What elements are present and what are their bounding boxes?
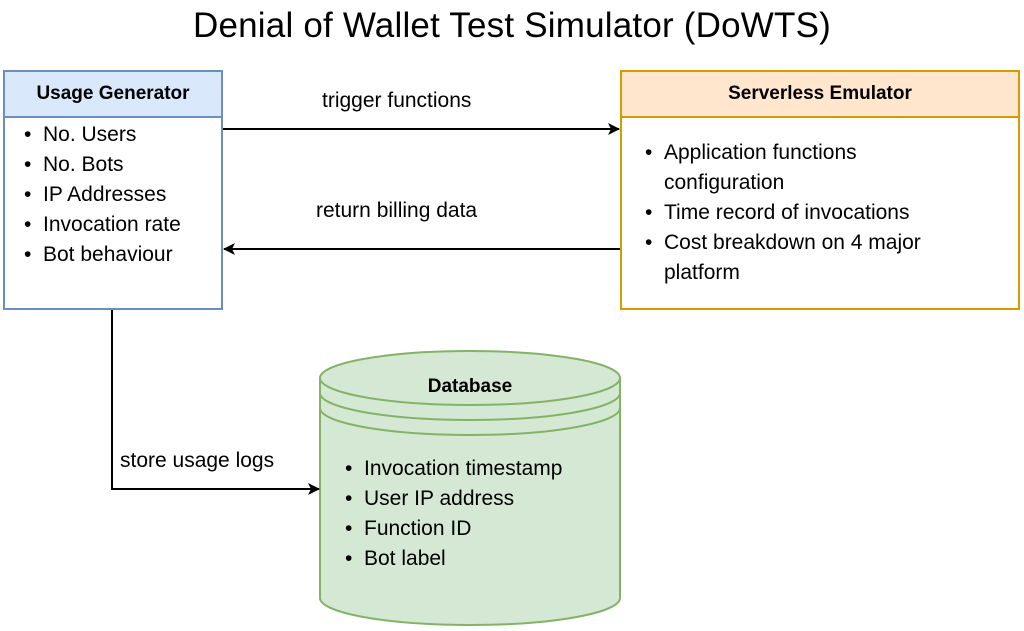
database-ring-1 [319, 392, 621, 421]
store-usage-logs-arrow [111, 310, 320, 495]
list-item: •Function ID [345, 517, 472, 540]
database-list: •Invocation timestamp •User IP address •… [342, 454, 612, 574]
database-cylinder [319, 350, 621, 626]
serverless-emulator-box: Serverless Emulator •Application functio… [620, 70, 1020, 310]
list-item: •User IP address [345, 487, 515, 510]
list-item: •Invocation rate [24, 213, 181, 236]
serverless-emulator-header: Serverless Emulator [622, 72, 1018, 118]
database-header: Database [427, 376, 513, 397]
database-body [319, 378, 621, 626]
usage-generator-header: Usage Generator [5, 72, 221, 118]
trigger-functions-label: trigger functions [322, 88, 472, 114]
database-ring-2 [319, 407, 621, 436]
list-item: •Bot behaviour [24, 243, 173, 266]
list-item: •Time record of invocations [645, 201, 910, 224]
list-item: •Bot label [345, 547, 446, 570]
usage-generator-box: Usage Generator •No. Users •No. Bots •IP… [3, 70, 223, 310]
list-item: •Invocation timestamp [345, 457, 563, 480]
list-item: •No. Bots [24, 153, 124, 176]
diagram-title: Denial of Wallet Test Simulator (DoWTS) [193, 6, 831, 45]
list-item: •No. Users [24, 123, 137, 146]
store-usage-logs-label: store usage logs [120, 448, 275, 474]
usage-generator-list: •No. Users •No. Bots •IP Addresses •Invo… [21, 120, 221, 270]
return-billing-label: return billing data [316, 198, 478, 224]
database-top [319, 350, 621, 406]
list-item: •IP Addresses [24, 183, 167, 206]
list-item: •Cost breakdown on 4 major platform [645, 231, 921, 284]
list-item: •Application functions configuration [645, 141, 857, 194]
serverless-emulator-list: •Application functions configuration •Ti… [642, 138, 1002, 288]
